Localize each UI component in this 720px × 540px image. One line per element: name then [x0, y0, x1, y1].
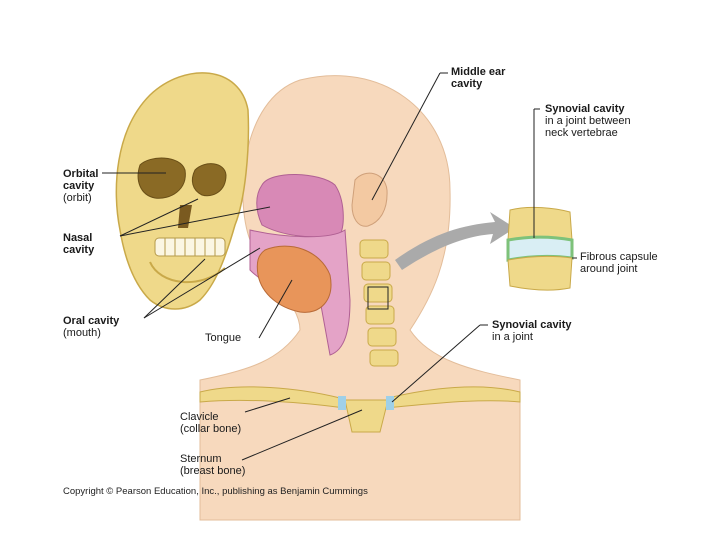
copyright-notice: Copyright © Pearson Education, Inc., pub… [63, 486, 368, 497]
synovial-neck-line2: in a joint between [545, 115, 631, 127]
leader-lines [102, 72, 577, 461]
sternum-line1: Sternum [180, 453, 222, 465]
label-tongue: Tongue [205, 332, 241, 344]
clavicle-line1: Clavicle [180, 411, 219, 423]
label-synovial-cavity-neck: Synovial cavity in a joint between neck … [545, 103, 631, 139]
orbital-cavity-subtitle: (orbit) [63, 192, 92, 204]
orbital-cavity-line2: cavity [63, 180, 95, 192]
sternoclavicular-cartilage-left [338, 396, 346, 410]
tongue-shape [256, 245, 332, 313]
label-fibrous-capsule: Fibrous capsule around joint [580, 251, 658, 275]
sternoclavicular-cartilage-right [386, 396, 394, 410]
zoom-arrow [395, 212, 515, 270]
nasal-cavity-line1: Nasal [63, 232, 93, 244]
nasal-cavity-line2: cavity [63, 244, 95, 256]
tongue-text: Tongue [205, 332, 242, 344]
label-nasal-cavity: Nasal cavity [63, 232, 94, 256]
synovial-joint-subtitle: in a joint [492, 331, 533, 343]
nasal-cavity-shape [256, 174, 344, 238]
fibrous-capsule-line2: around joint [580, 263, 638, 275]
synovial-neck-title: Synovial cavity [545, 103, 625, 115]
joint-inset [506, 206, 574, 291]
sternum-bone [344, 399, 389, 433]
ear-shape [351, 172, 388, 227]
oral-cavity-subtitle: (mouth) [63, 327, 101, 339]
cervical-vertebrae [359, 239, 399, 367]
fibrous-capsule-line1: Fibrous capsule [580, 251, 658, 263]
oral-cavity-title: Oral cavity [63, 315, 120, 327]
orbital-cavity-line1: Orbital [63, 168, 99, 180]
label-synovial-cavity-joint: Synovial cavity in a joint [492, 319, 572, 343]
label-sternum: Sternum (breast bone) [180, 453, 245, 477]
label-middle-ear-cavity: Middle ear cavity [451, 66, 505, 90]
clavicle-line2: (collar bone) [180, 423, 242, 435]
label-orbital-cavity: Orbital cavity (orbit) [63, 168, 98, 204]
middle-ear-line1: Middle ear [451, 66, 506, 78]
sternum-line2: (breast bone) [180, 465, 246, 477]
middle-ear-line2: cavity [451, 78, 483, 90]
synovial-joint-title: Synovial cavity [492, 319, 572, 331]
skull-illustration [115, 72, 250, 310]
synovial-neck-line3: neck vertebrae [545, 127, 618, 139]
label-oral-cavity: Oral cavity (mouth) [63, 315, 119, 339]
label-clavicle: Clavicle (collar bone) [180, 411, 241, 435]
